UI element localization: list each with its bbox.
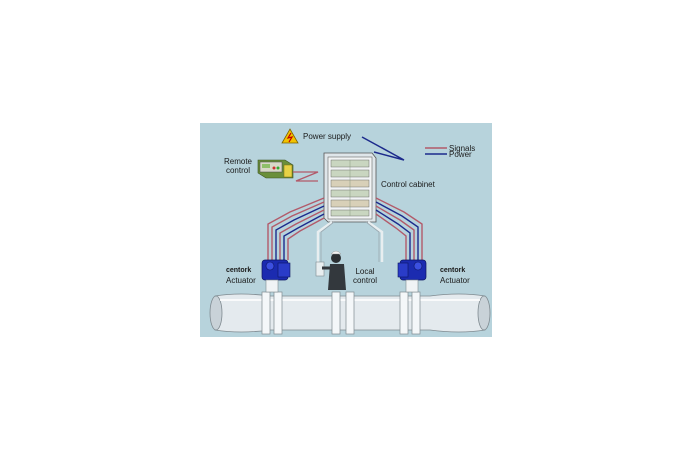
- power-supply-line: [361, 136, 405, 161]
- local-control-cables: [316, 220, 384, 262]
- legend-signals-label: Signals: [449, 144, 476, 153]
- cable-bundle-left: [267, 197, 325, 260]
- actuator-icon: [261, 259, 291, 293]
- actuator-icon: [397, 259, 427, 293]
- actuator-left-label: Actuator: [226, 276, 256, 285]
- control-cabinet-label: Control cabinet: [381, 180, 435, 189]
- remote-signal-link: [293, 171, 319, 182]
- remote-control-label: Remote control: [223, 157, 252, 175]
- control-cabinet-icon: [323, 152, 377, 223]
- legend-power-label: Power: [449, 150, 472, 159]
- power-supply-label: Power supply: [303, 132, 352, 141]
- brand-left-label: centork: [226, 267, 252, 274]
- local-control-label: Local control: [352, 267, 377, 285]
- cable-bundle-right: [375, 197, 423, 260]
- operator-icon: [315, 250, 346, 290]
- brand-right-label: centork: [440, 267, 466, 274]
- warning-icon: [281, 128, 299, 144]
- pipe-flanges: [261, 291, 421, 335]
- remote-control-panel-icon: [257, 159, 294, 179]
- actuator-right-label: Actuator: [440, 276, 470, 285]
